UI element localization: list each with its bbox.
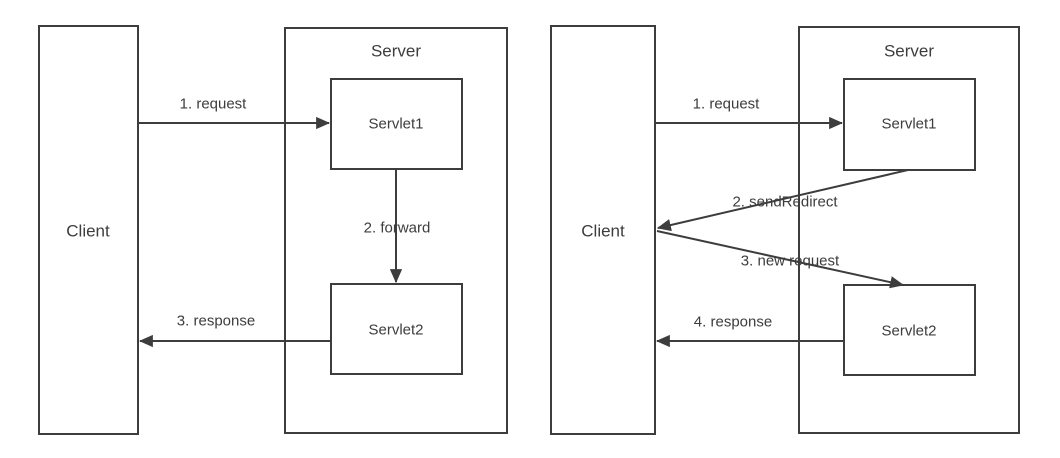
edge-1-request-label: 1. request [692,95,760,113]
client-container-box [550,25,656,435]
edge-3-new-request-label: 3. new request [740,252,840,270]
edge-2-sendredirect-arrow [656,169,909,232]
server-container-label: Server [370,41,422,61]
servlet1-node-label: Servlet1 [368,115,424,133]
edge-1-request-label: 1. request [179,95,247,113]
forward-panel [38,25,508,435]
edge-3-response-label: 3. response [176,312,256,330]
servlet1-node-label: Servlet1 [881,115,937,133]
servlet1-node-box [330,78,463,170]
servlet2-node-box [843,284,976,376]
server-container-box [798,26,1020,434]
client-container-box [38,25,139,435]
servlet2-node-label: Servlet2 [881,322,937,340]
edge-2-sendredirect-label: 2. sendRedirect [732,193,838,211]
servlet1-node-box [843,78,976,171]
servlet2-node-label: Servlet2 [368,321,424,339]
edge-3-new-request-arrow [656,230,905,289]
client-container-label: Client [581,221,625,241]
server-container-label: Server [883,41,935,61]
server-container-box [284,27,508,434]
servlet2-node-box [330,283,463,375]
client-container-label: Client [66,221,110,241]
edge-2-forward-label: 2. forward [363,219,431,237]
edge-4-response-label: 4. response [693,313,773,331]
redirect-panel [550,25,1020,435]
